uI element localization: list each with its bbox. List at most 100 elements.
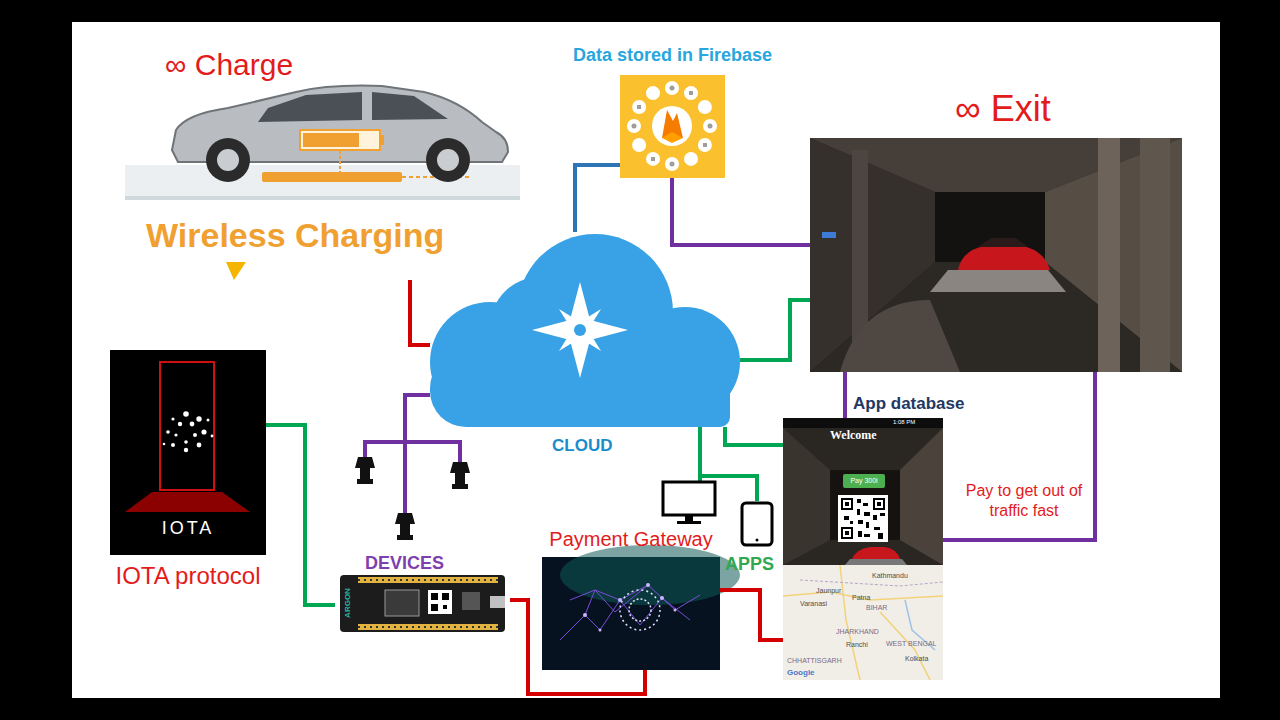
connector — [672, 178, 810, 245]
car-charging-illustration — [372, 92, 448, 120]
car-charging-illustration — [426, 138, 470, 182]
map-region-label: JHARKHAND — [836, 628, 879, 635]
group-label: APPS — [725, 554, 774, 575]
cloud-star — [574, 324, 586, 336]
lamp-icons — [395, 513, 415, 524]
car-charging-illustration — [125, 196, 520, 200]
lamp-icons — [452, 484, 468, 489]
lamp-icons — [357, 479, 373, 484]
connector-line — [575, 165, 620, 232]
group-label: DEVICES — [365, 553, 444, 574]
phone-screenshot — [864, 512, 870, 516]
connector-line — [672, 178, 810, 245]
connector-line — [405, 395, 430, 430]
iota-logo-panel — [163, 411, 214, 452]
firebase-icon — [665, 157, 679, 171]
phone-screenshot — [838, 495, 888, 542]
devices-group: DEVICES — [335, 430, 510, 635]
car-charging-illustration — [380, 135, 384, 145]
iota-logo-panel — [201, 429, 206, 434]
argon-board — [358, 579, 498, 581]
payment-gateway-image — [570, 585, 700, 612]
phone-screenshot — [800, 580, 943, 586]
firebase-icon — [620, 75, 725, 178]
payment-gateway-image — [542, 545, 740, 670]
iota-logo-panel — [193, 433, 197, 437]
firebase-icon — [646, 152, 660, 166]
payment-gateway-image — [585, 585, 648, 615]
firebase-icon — [703, 119, 717, 133]
firebase-icon — [632, 100, 646, 114]
car-charging-illustration — [437, 149, 459, 171]
iota-logo-panel — [190, 422, 195, 427]
iota-logo-panel — [166, 430, 170, 434]
phone-screenshot — [841, 498, 853, 510]
cloud-outline — [430, 232, 740, 427]
payment-gateway-panel: Payment Gateway — [542, 557, 720, 670]
car-charging-illustration — [339, 151, 341, 172]
phone-screenshot — [878, 533, 883, 539]
phone-screenshot — [858, 531, 862, 537]
map-place-label: Jaunpur — [816, 587, 841, 594]
phone-screenshot — [843, 529, 851, 537]
screen-title: Welcome — [830, 429, 877, 443]
phone-screenshot — [841, 527, 853, 539]
iota-logo-panel — [196, 416, 201, 421]
tunnel-photo — [978, 238, 1028, 247]
phone-screenshot — [844, 499, 885, 539]
connector — [510, 600, 645, 694]
payment-gateway-image — [660, 596, 664, 600]
phone-screenshot — [863, 503, 868, 506]
lamp-icons — [450, 462, 470, 489]
map-place-label: Kathmandu — [872, 572, 908, 579]
iota-logo-panel — [207, 419, 210, 422]
tunnel-photo — [958, 246, 1050, 270]
lamp-icons — [355, 457, 470, 540]
argon-board — [442, 593, 449, 600]
phone-screenshot — [783, 418, 943, 428]
connector — [740, 300, 810, 360]
cloud-star — [532, 282, 628, 378]
argon-board — [340, 575, 505, 632]
firebase-icon — [698, 138, 712, 152]
map-region-label: BIHAR — [866, 604, 887, 611]
connector-line — [410, 280, 430, 345]
firebase-icon — [670, 162, 675, 167]
apps-icons — [663, 482, 715, 515]
phone-screenshot — [845, 531, 849, 535]
phone-screenshot — [857, 499, 861, 503]
phone-screenshot — [845, 502, 849, 506]
phone-screenshot — [877, 502, 881, 506]
firebase-icon — [627, 81, 717, 171]
iota-logo-panel — [174, 433, 177, 436]
payment-gateway-image — [646, 583, 650, 587]
map-logo-text: Google — [787, 669, 815, 677]
lamp-icons — [355, 457, 375, 484]
payment-gateway-image — [599, 629, 602, 632]
firebase-icon — [627, 119, 641, 133]
panel-heading: ∞ Charge — [165, 48, 293, 83]
connector — [575, 165, 620, 232]
argon-board — [358, 626, 498, 628]
connector — [943, 372, 1095, 540]
lamp-icons — [355, 457, 375, 468]
payment-gateway-image — [620, 590, 660, 630]
firebase-icon — [708, 124, 713, 129]
connector — [725, 427, 783, 445]
firebase-icon — [698, 100, 712, 114]
phone-screenshot — [783, 428, 943, 565]
phone-screenshot — [873, 515, 877, 520]
connector — [405, 395, 430, 430]
pay-button-text: Pay 300i — [843, 477, 885, 484]
firebase-icon — [652, 106, 692, 146]
lamp-icons — [397, 535, 413, 540]
phone-screenshot — [783, 418, 943, 680]
payment-gateway-image — [560, 585, 700, 640]
iota-logo-panel — [125, 492, 250, 512]
map-place-label: Ranchi — [846, 641, 868, 648]
panel-heading: App database — [853, 394, 964, 414]
connector-line — [843, 372, 847, 418]
map-place-label: Patna — [852, 594, 870, 601]
iota-logo-panel — [178, 422, 182, 426]
